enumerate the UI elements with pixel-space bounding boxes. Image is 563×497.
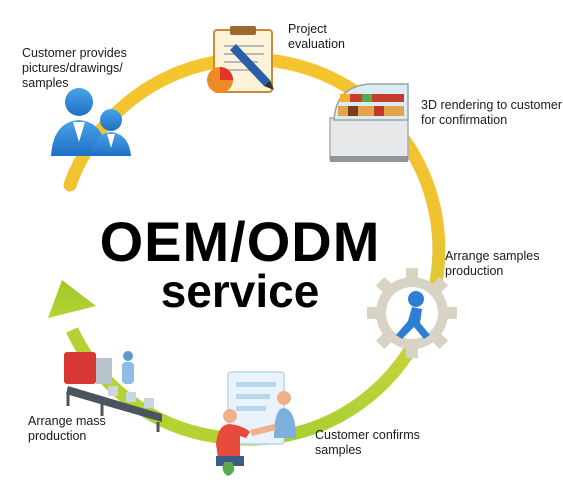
step-label-project-evaluation: Project evaluation [288,22,345,51]
people-icon [51,88,131,156]
step-label-arrange-mass: Arrange mass production [28,414,106,443]
handshake-icon [216,371,296,476]
step-label-arrange-samples: Arrange samples production [445,249,540,278]
clipboard-pen-chart-icon [207,26,274,93]
step-label-customer-confirms: Customer confirms samples [315,428,420,457]
cycle-arrowhead [48,280,96,318]
step-label-3d-rendering: 3D rendering to customer for confirmatio… [421,98,563,127]
display-cabinet-icon [329,83,409,162]
production-line-icon [64,351,162,432]
diagram-subtitle: service [160,265,320,317]
diagram-title: OEM/ODM [99,210,381,273]
step-label-customer-provides: Customer provides pictures/drawings/ sam… [22,46,127,90]
gear-runner-icon [367,268,457,358]
